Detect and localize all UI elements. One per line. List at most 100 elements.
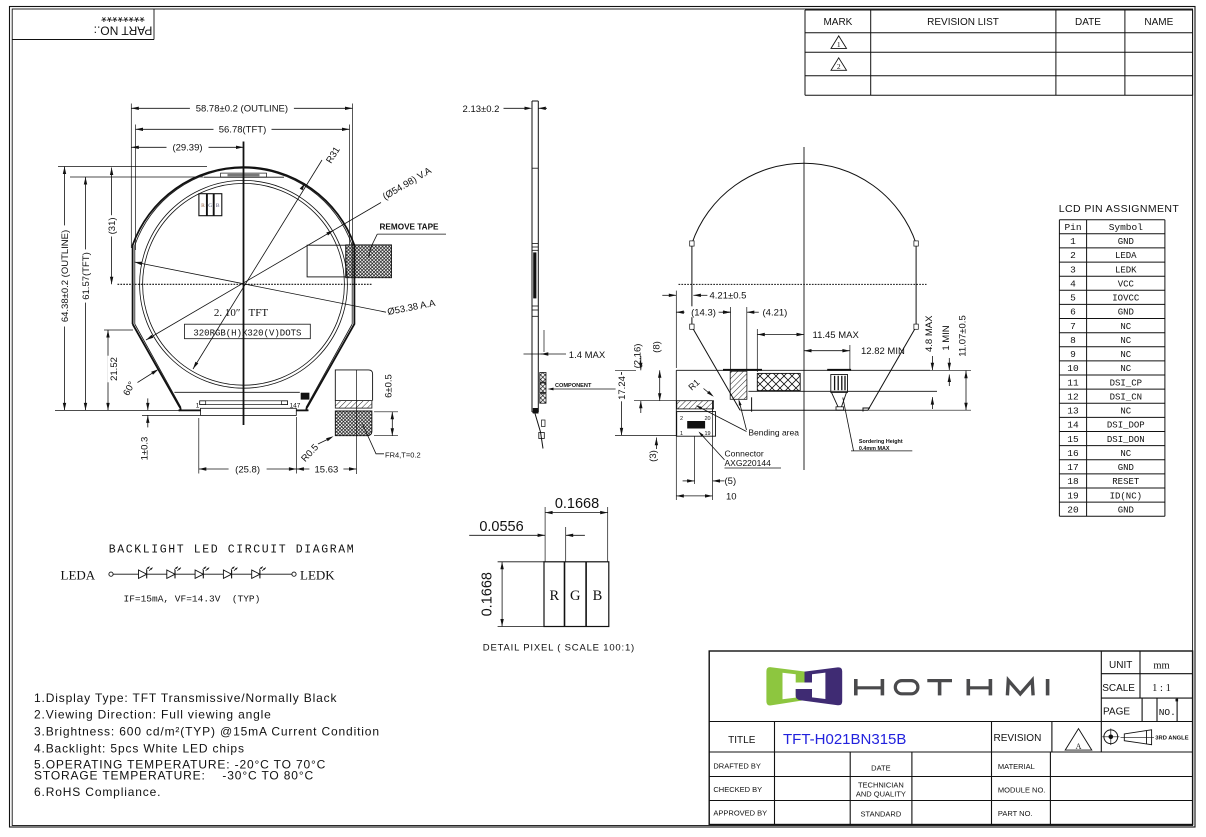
- svg-text:GND: GND: [1118, 505, 1134, 515]
- svg-text:LEDA: LEDA: [61, 568, 96, 583]
- svg-text:mm: mm: [1153, 660, 1169, 671]
- svg-text:19: 19: [1067, 490, 1079, 501]
- svg-text:4.Backlight: 5pcs White LED ch: 4.Backlight: 5pcs White LED chips: [34, 742, 245, 756]
- svg-text:GND: GND: [1118, 237, 1134, 247]
- svg-text:********: ********: [101, 10, 145, 26]
- svg-text:R: R: [201, 203, 205, 209]
- svg-text:TFT-H021BN315B: TFT-H021BN315B: [783, 731, 906, 748]
- svg-text:Pin: Pin: [1064, 222, 1081, 233]
- svg-text:16: 16: [1067, 448, 1079, 459]
- svg-text:(2.16): (2.16): [632, 344, 643, 369]
- svg-text:NC: NC: [1120, 350, 1131, 360]
- svg-text:DSI_DON: DSI_DON: [1107, 435, 1145, 445]
- svg-text:15.63: 15.63: [315, 464, 339, 475]
- svg-text:NAME: NAME: [1144, 17, 1173, 28]
- svg-text:5.OPERATING TEMPERATURE: -20°C: 5.OPERATING TEMPERATURE: -20°C TO 70°C: [34, 758, 326, 772]
- svg-text:RESET: RESET: [1112, 477, 1140, 487]
- svg-text:REVISION LIST: REVISION LIST: [927, 17, 999, 28]
- svg-text:DSI_CP: DSI_CP: [1110, 378, 1142, 388]
- svg-text:PAGE: PAGE: [1103, 706, 1130, 717]
- svg-text:LEDA: LEDA: [1115, 251, 1137, 261]
- svg-text:COMPONENT: COMPONENT: [555, 383, 592, 389]
- svg-text:0.1668: 0.1668: [480, 572, 496, 616]
- svg-text:1: 1: [680, 431, 683, 437]
- svg-text:NC: NC: [1120, 322, 1131, 332]
- svg-text:NC: NC: [1120, 336, 1131, 346]
- svg-text:AXG220144: AXG220144: [725, 458, 772, 468]
- svg-text:DRAFTED BY: DRAFTED BY: [713, 761, 761, 770]
- svg-text:Bending area: Bending area: [748, 427, 799, 437]
- svg-text:ID(NC): ID(NC): [1110, 491, 1142, 501]
- svg-text:BACKLIGHT LED CIRCUIT DIAGRAM: BACKLIGHT LED CIRCUIT DIAGRAM: [109, 544, 356, 557]
- svg-text:1±0.3: 1±0.3: [140, 437, 151, 461]
- svg-text:4: 4: [1070, 279, 1076, 290]
- svg-text:A: A: [1076, 742, 1082, 751]
- svg-text:20: 20: [704, 416, 710, 422]
- svg-text:B: B: [593, 588, 603, 604]
- svg-text:Sordering Height: Sordering Height: [859, 439, 903, 445]
- svg-text:2. 10″ TFT: 2. 10″ TFT: [214, 307, 268, 319]
- svg-text:NC: NC: [1120, 364, 1131, 374]
- svg-text:11.07±0.5: 11.07±0.5: [958, 315, 969, 357]
- svg-text:3.Brightness: 600 cd/m²(TYP) @: 3.Brightness: 600 cd/m²(TYP) @15mA Curre…: [34, 725, 380, 739]
- svg-text:(4.21): (4.21): [763, 308, 788, 319]
- svg-text:TITLE: TITLE: [728, 735, 756, 746]
- svg-text:Symbol: Symbol: [1109, 222, 1144, 233]
- svg-text:1: 1: [1070, 236, 1076, 247]
- svg-text:VCC: VCC: [1118, 280, 1135, 290]
- svg-text:LEDK: LEDK: [300, 568, 335, 583]
- svg-text:MARK: MARK: [823, 17, 852, 28]
- svg-text:APPROVED BY: APPROVED BY: [713, 809, 767, 818]
- svg-text:(8): (8): [651, 341, 662, 353]
- svg-text:CHECKED BY: CHECKED BY: [713, 785, 762, 794]
- svg-text:2: 2: [837, 62, 841, 71]
- svg-text:STANDARD: STANDARD: [861, 809, 902, 818]
- svg-text:20: 20: [1067, 504, 1079, 515]
- svg-text:(31): (31): [107, 217, 118, 234]
- svg-text:G: G: [570, 588, 581, 604]
- svg-text:17.24: 17.24: [617, 376, 628, 400]
- svg-text:MATERIAL: MATERIAL: [998, 762, 1035, 771]
- svg-text:9: 9: [1070, 349, 1076, 360]
- svg-text:1 MIN: 1 MIN: [941, 325, 952, 350]
- svg-text:2: 2: [1070, 250, 1076, 261]
- svg-text:6: 6: [1070, 307, 1076, 318]
- svg-text:2.13±0.2: 2.13±0.2: [463, 104, 500, 115]
- svg-text:FR4,T=0.2: FR4,T=0.2: [385, 451, 421, 460]
- svg-text:7: 7: [1070, 321, 1076, 332]
- svg-text:UNIT: UNIT: [1109, 660, 1132, 671]
- svg-text:STORAGE TEMPERATURE: -30°C: STORAGE TEMPERATURE: -30°C TO 80°C: [34, 769, 314, 783]
- svg-text:147: 147: [290, 403, 301, 410]
- svg-text:14: 14: [1067, 420, 1079, 431]
- svg-text:3RD ANGLE: 3RD ANGLE: [1155, 736, 1188, 742]
- svg-text:6.RoHS Compliance.: 6.RoHS Compliance.: [34, 785, 161, 799]
- svg-text:61.57(TFT): 61.57(TFT): [81, 252, 92, 300]
- svg-text:11.45 MAX: 11.45 MAX: [813, 330, 860, 341]
- svg-text:0.4mm MAX: 0.4mm MAX: [859, 446, 890, 452]
- svg-text:PART NO.: PART NO.: [998, 809, 1033, 818]
- svg-text:DSI_CN: DSI_CN: [1110, 392, 1142, 402]
- svg-text:(29.39): (29.39): [172, 143, 202, 154]
- svg-text:REMOVE TAPE: REMOVE TAPE: [380, 223, 440, 232]
- svg-text:1: 1: [837, 40, 841, 49]
- svg-text:DSI_DOP: DSI_DOP: [1107, 421, 1145, 431]
- svg-text:5: 5: [1070, 293, 1076, 304]
- svg-text:NO.: NO.: [1159, 707, 1176, 718]
- svg-text:19: 19: [704, 431, 710, 437]
- svg-text:NC: NC: [1120, 407, 1131, 417]
- svg-text:2.Viewing Direction: Full view: 2.Viewing Direction: Full viewing angle: [34, 708, 272, 722]
- svg-text:IOVCC: IOVCC: [1112, 294, 1140, 304]
- svg-text:320RGB(H)X320(V)DOTS: 320RGB(H)X320(V)DOTS: [193, 328, 301, 338]
- svg-text:4.21±0.5: 4.21±0.5: [710, 291, 747, 302]
- svg-text:(25.8): (25.8): [235, 464, 260, 475]
- svg-text:LCD PIN ASSIGNMENT: LCD PIN ASSIGNMENT: [1059, 203, 1180, 215]
- svg-text:2: 2: [680, 416, 683, 422]
- svg-text:TECHNICIAN: TECHNICIAN: [858, 780, 904, 789]
- svg-text:3: 3: [1070, 264, 1076, 275]
- svg-text:0.0556: 0.0556: [479, 519, 523, 535]
- svg-text:REVISION: REVISION: [994, 733, 1042, 744]
- svg-text:PART NO.:: PART NO.:: [94, 24, 153, 38]
- svg-text:64.38±0.2 (OUTLINE): 64.38±0.2 (OUTLINE): [60, 230, 71, 322]
- svg-text:1.Display Type: TFT Transmissi: 1.Display Type: TFT Transmissive/Normall…: [34, 691, 338, 705]
- svg-text:58.78±0.2 (OUTLINE): 58.78±0.2 (OUTLINE): [196, 104, 288, 115]
